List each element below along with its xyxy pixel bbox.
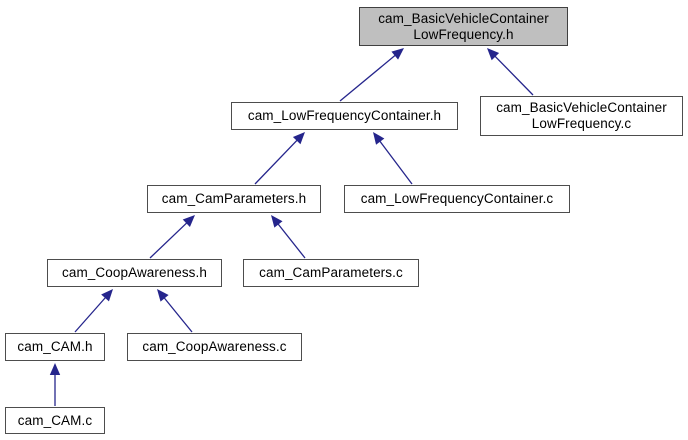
graph-node-basic_vehicle_container_low_frequency_h[interactable]: cam_BasicVehicleContainer LowFrequency.h	[359, 7, 568, 46]
graph-node-cam_c[interactable]: cam_CAM.c	[5, 407, 105, 434]
dependency-edge	[373, 132, 413, 185]
dependency-edge	[339, 48, 404, 102]
graph-node-low_frequency_container_c[interactable]: cam_LowFrequencyContainer.c	[344, 185, 570, 213]
graph-node-coop_awareness_h[interactable]: cam_CoopAwareness.h	[47, 259, 222, 287]
dependency-edge	[271, 215, 306, 259]
dependency-edge	[149, 215, 195, 259]
dependency-edge	[74, 289, 113, 333]
graph-node-cam_parameters_c[interactable]: cam_CamParameters.c	[243, 259, 419, 287]
dependency-edge	[487, 48, 534, 96]
dependency-edge	[254, 132, 305, 185]
graph-node-label: cam_CoopAwareness.h	[62, 265, 207, 281]
dependency-edge	[49, 363, 61, 406]
graph-node-label: cam_CAM.c	[17, 412, 93, 428]
graph-node-basic_vehicle_container_low_frequency_c[interactable]: cam_BasicVehicleContainer LowFrequency.c	[480, 96, 683, 136]
graph-node-coop_awareness_c[interactable]: cam_CoopAwareness.c	[127, 333, 302, 361]
dependency-edge	[157, 289, 193, 333]
graph-node-label: cam_CamParameters.c	[259, 265, 403, 281]
graph-node-label: cam_LowFrequencyContainer.h	[247, 108, 442, 124]
graph-node-cam_parameters_h[interactable]: cam_CamParameters.h	[147, 185, 321, 213]
graph-node-low_frequency_container_h[interactable]: cam_LowFrequencyContainer.h	[231, 102, 458, 130]
graph-node-label: cam_LowFrequencyContainer.c	[360, 191, 554, 207]
graph-node-cam_h[interactable]: cam_CAM.h	[5, 333, 105, 361]
graph-node-label: cam_BasicVehicleContainer LowFrequency.h	[378, 10, 549, 42]
graph-node-label: cam_BasicVehicleContainer LowFrequency.c	[496, 100, 667, 131]
graph-node-label: cam_CamParameters.h	[161, 191, 307, 207]
graph-node-label: cam_CoopAwareness.c	[142, 339, 287, 355]
graph-node-label: cam_CAM.h	[17, 339, 93, 355]
